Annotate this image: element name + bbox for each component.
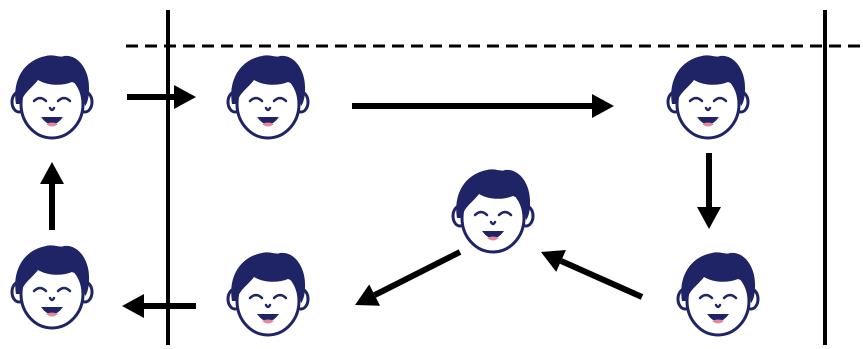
arrow-down-left-icon bbox=[355, 249, 462, 306]
smiling-boy-face-icon bbox=[226, 53, 310, 140]
smiling-boy-face-icon bbox=[10, 53, 94, 140]
arrow-up-icon bbox=[40, 162, 64, 230]
boundary-lines bbox=[126, 10, 863, 345]
smiling-boy-face-icon bbox=[10, 243, 94, 330]
smiling-boy-face-icon bbox=[676, 250, 760, 337]
smiling-boy-face-icon bbox=[451, 167, 535, 254]
arrow-down-icon bbox=[697, 153, 721, 229]
smiling-boy-face-icon bbox=[226, 250, 310, 337]
arrow-up-left-icon bbox=[541, 249, 644, 300]
arrow-group bbox=[40, 85, 721, 318]
arrow-right-icon bbox=[352, 94, 614, 118]
smiling-boy-face-icon bbox=[666, 53, 750, 140]
arrow-left-icon bbox=[122, 294, 196, 318]
arrow-right-icon bbox=[127, 85, 196, 109]
